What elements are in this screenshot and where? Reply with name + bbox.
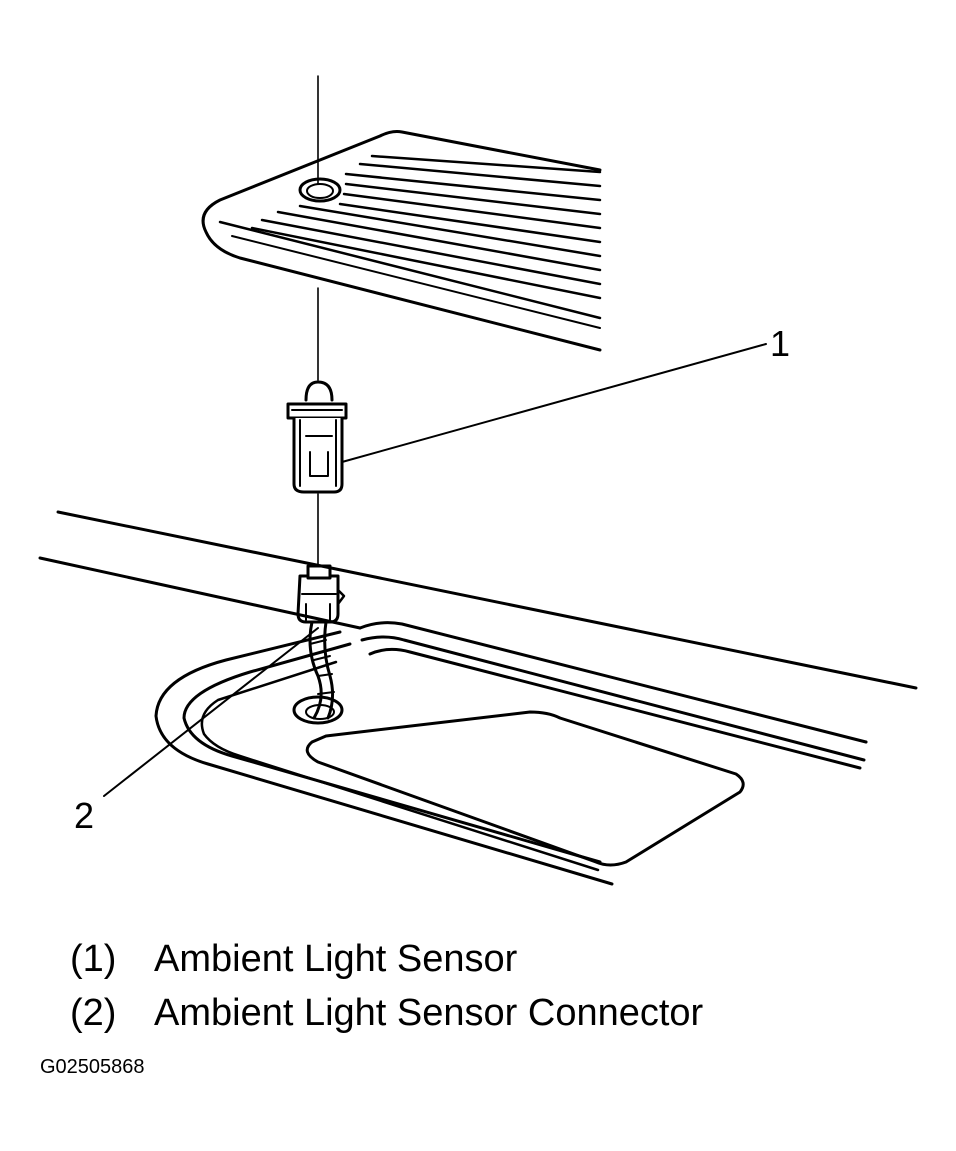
legend-label: Ambient Light Sensor bbox=[154, 937, 518, 980]
callout-connector-number: 2 bbox=[74, 795, 95, 836]
legend-item: (1) Ambient Light Sensor bbox=[70, 932, 703, 986]
leader-line-1 bbox=[341, 343, 767, 463]
legend-number: (1) bbox=[70, 937, 117, 980]
legend-label: Ambient Light Sensor Connector bbox=[154, 991, 704, 1034]
legend-number: (2) bbox=[70, 991, 117, 1034]
sensor-connector bbox=[296, 564, 346, 624]
legend: (1) Ambient Light Sensor (2) Ambient Lig… bbox=[70, 932, 703, 1040]
ambient-light-sensor bbox=[286, 380, 348, 494]
leader-lines bbox=[103, 343, 767, 797]
lower-instrument-panel bbox=[38, 510, 918, 886]
upper-trim-panel bbox=[201, 130, 602, 352]
installation-diagram bbox=[38, 75, 918, 886]
callout-sensor-number: 1 bbox=[770, 323, 791, 364]
leader-line-2 bbox=[103, 627, 319, 797]
figure-id: G02505868 bbox=[40, 1056, 145, 1078]
legend-item: (2) Ambient Light Sensor Connector bbox=[70, 986, 703, 1040]
